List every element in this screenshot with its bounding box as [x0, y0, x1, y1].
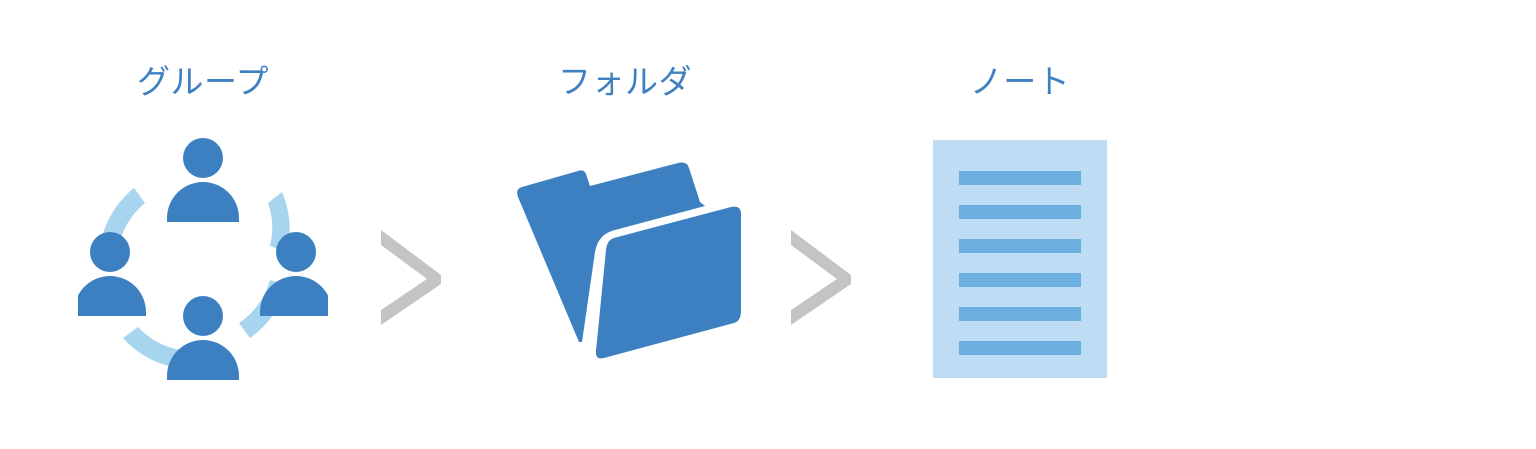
- group-person-west: [78, 232, 146, 316]
- open-folder-icon: [500, 160, 750, 375]
- group-person-east: [260, 232, 328, 316]
- note-line: [959, 307, 1081, 321]
- folder-back-panel: [517, 162, 705, 342]
- note-line: [959, 171, 1081, 185]
- separator-chevron-2: [783, 222, 863, 332]
- chevron-right-icon: [381, 230, 441, 325]
- note-document-icon: [895, 130, 1145, 390]
- note-text-lines: [959, 171, 1081, 355]
- group-person-south: [167, 296, 239, 380]
- note-line: [959, 341, 1081, 355]
- stage-folder: フォルダ: [500, 0, 750, 449]
- stage-group: グループ: [78, 0, 328, 449]
- folder-front-panel: [595, 206, 741, 359]
- group-person-north: [167, 138, 239, 222]
- chevron-right-icon: [791, 230, 851, 325]
- group-circle-icon: [78, 130, 328, 390]
- stage-folder-label: フォルダ: [558, 63, 692, 100]
- stage-group-label: グループ: [136, 63, 270, 100]
- note-line: [959, 239, 1081, 253]
- group-arc-bottom-left: [123, 327, 181, 368]
- separator-chevron-1: [373, 222, 453, 332]
- stage-note: ノート: [895, 0, 1145, 449]
- note-line: [959, 273, 1081, 287]
- stage-note-label: ノート: [969, 63, 1071, 100]
- note-line: [959, 205, 1081, 219]
